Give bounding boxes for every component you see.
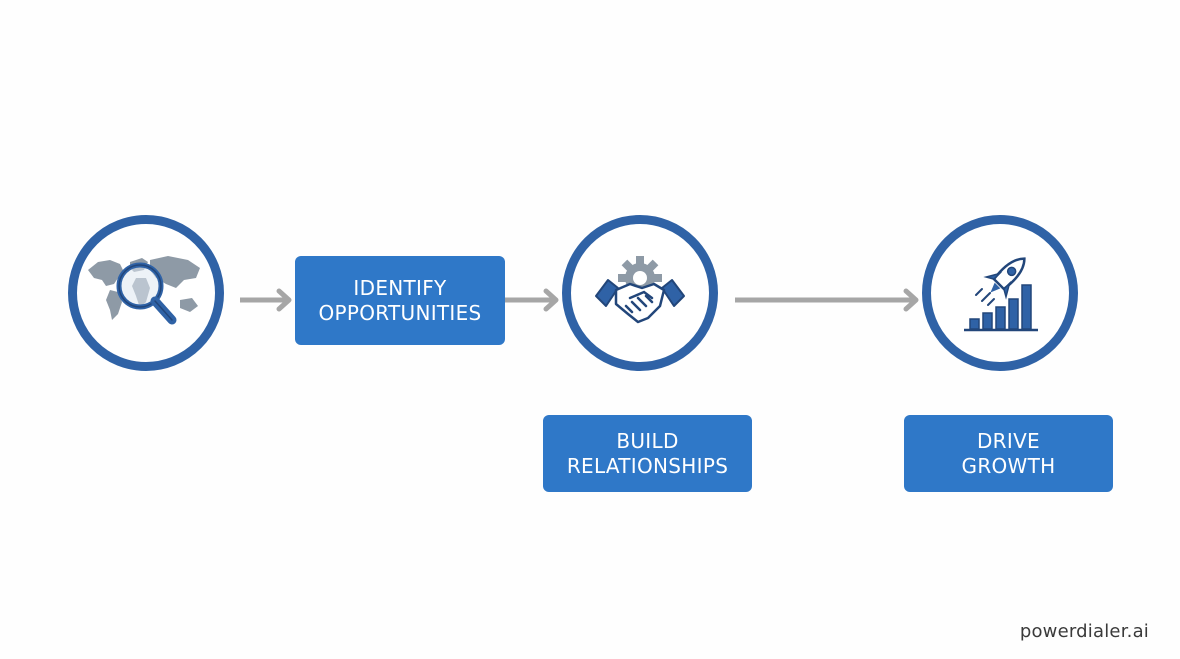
label-drive-growth: DRIVE GROWTH xyxy=(904,415,1113,492)
label-identify-opportunities: IDENTIFY OPPORTUNITIES xyxy=(295,256,505,345)
label-build-relationships: BUILD RELATIONSHIPS xyxy=(543,415,752,492)
rocket-growth-chart-icon xyxy=(964,257,1038,332)
label-line: RELATIONSHIPS xyxy=(566,453,729,478)
arrow-3 xyxy=(735,288,919,312)
label-line: DRIVE xyxy=(976,428,1040,453)
globe-search-icon xyxy=(88,256,200,325)
label-line: OPPORTUNITIES xyxy=(318,300,482,325)
label-line: GROWTH xyxy=(961,453,1056,478)
step-3-circle xyxy=(922,215,1078,371)
arrow-2 xyxy=(505,288,559,312)
step-1-circle xyxy=(68,215,224,371)
handshake-gear-icon xyxy=(595,256,685,324)
step-2-circle xyxy=(562,215,718,371)
label-line: IDENTIFY xyxy=(353,275,447,300)
label-line: BUILD xyxy=(616,428,679,453)
arrow-1 xyxy=(240,288,292,312)
watermark: powerdialer.ai xyxy=(1019,621,1149,642)
